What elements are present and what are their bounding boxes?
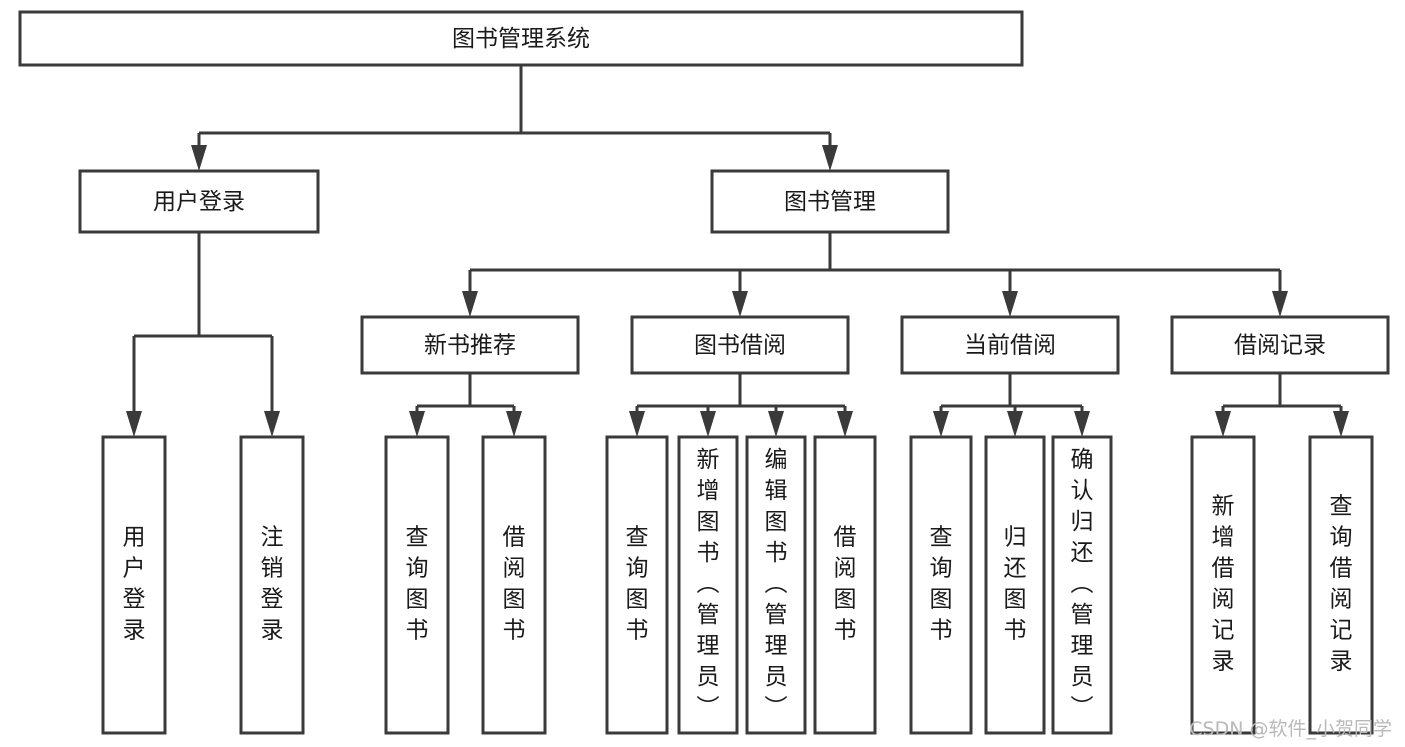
node-leaf-add-book-admin[interactable]: 新增图书︵管理员︶ — [677, 435, 739, 735]
node-leaf-query-borrow-record[interactable]: 查询借阅记录 — [1308, 435, 1374, 735]
connector-root-to-level2 — [191, 65, 838, 171]
node-leaf-query-book-current[interactable]: 查询图书 — [909, 435, 973, 735]
arrow-login-to-leaves-1 — [264, 336, 280, 437]
node-label-leaf-query-book-current: 查询图书 — [930, 525, 953, 644]
node-leaf-logout[interactable]: 注销登录 — [239, 435, 305, 735]
arrow-recommend-to-leaves-0 — [409, 406, 425, 437]
arrow-record-to-leaves-0 — [1215, 406, 1231, 437]
node-label-borrow-record: 借阅记录 — [1234, 333, 1326, 359]
connector-recommend-to-leaves — [409, 373, 522, 437]
arrow-root-to-level2-1 — [822, 133, 838, 171]
node-root[interactable]: 图书管理系统 — [18, 10, 1024, 67]
arrow-recommend-to-leaves-1 — [506, 406, 522, 437]
node-label-book-management: 图书管理 — [784, 189, 876, 215]
arrow-bookmgmt-to-level3-1 — [732, 270, 748, 317]
node-label-leaf-user-login: 用户登录 — [123, 525, 146, 644]
connector-bookmgmt-to-level3 — [462, 232, 1288, 317]
connector-login-to-leaves — [126, 232, 280, 437]
arrow-borrow-to-leaves-0 — [629, 406, 645, 437]
node-label-root: 图书管理系统 — [452, 26, 590, 52]
node-label-leaf-query-borrow-record: 查询借阅记录 — [1330, 494, 1353, 675]
arrow-current-to-leaves-1 — [1007, 406, 1023, 437]
node-leaf-return-book[interactable]: 归还图书 — [984, 435, 1046, 735]
node-user-login[interactable]: 用户登录 — [78, 169, 320, 234]
node-label-leaf-return-book: 归还图书 — [1004, 525, 1027, 644]
csdn-watermark: CSDN @软件_小贺同学 — [1189, 718, 1392, 740]
arrow-borrow-to-leaves-3 — [837, 406, 853, 437]
node-book-borrow[interactable]: 图书借阅 — [630, 315, 850, 375]
arrow-bookmgmt-to-level3-0 — [462, 270, 478, 317]
node-label-current-borrow: 当前借阅 — [964, 333, 1056, 359]
node-leaf-confirm-return-admin[interactable]: 确认归还︵管理员︶ — [1051, 435, 1113, 735]
arrow-borrow-to-leaves-2 — [768, 406, 784, 437]
node-label-leaf-edit-book-admin: 编辑图书︵管理员︶ — [765, 447, 788, 721]
node-current-borrow[interactable]: 当前借阅 — [900, 315, 1120, 375]
node-leaf-borrow-book[interactable]: 借阅图书 — [813, 435, 877, 735]
connector-current-to-leaves — [933, 373, 1090, 437]
connector-borrow-to-leaves — [629, 373, 853, 437]
node-borrow-record[interactable]: 借阅记录 — [1170, 315, 1390, 375]
connector-layer — [126, 65, 1349, 437]
connector-record-to-leaves — [1215, 373, 1349, 437]
node-label-leaf-query-book-rec: 查询图书 — [406, 525, 429, 644]
arrow-current-to-leaves-2 — [1074, 406, 1090, 437]
node-label-leaf-borrow-book: 借阅图书 — [834, 525, 857, 644]
node-label-leaf-borrow-book-rec: 借阅图书 — [503, 525, 526, 644]
node-leaf-query-book-rec[interactable]: 查询图书 — [384, 435, 450, 735]
node-leaf-edit-book-admin[interactable]: 编辑图书︵管理员︶ — [745, 435, 807, 735]
node-leaf-query-book-borrow[interactable]: 查询图书 — [605, 435, 669, 735]
node-label-leaf-add-book-admin: 新增图书︵管理员︶ — [697, 447, 720, 721]
node-book-management[interactable]: 图书管理 — [710, 169, 950, 234]
node-label-book-borrow: 图书借阅 — [694, 333, 786, 359]
arrow-record-to-leaves-1 — [1333, 406, 1349, 437]
arrow-borrow-to-leaves-1 — [700, 406, 716, 437]
arrow-root-to-level2-0 — [191, 133, 207, 171]
node-label-user-login: 用户登录 — [153, 189, 245, 215]
arrow-bookmgmt-to-level3-2 — [1002, 270, 1018, 317]
node-label-new-book-recommend: 新书推荐 — [424, 333, 516, 359]
node-label-leaf-logout: 注销登录 — [261, 525, 284, 644]
node-leaf-add-borrow-record[interactable]: 新增借阅记录 — [1190, 435, 1256, 735]
node-leaf-borrow-book-rec[interactable]: 借阅图书 — [481, 435, 547, 735]
node-new-book-recommend[interactable]: 新书推荐 — [360, 315, 580, 375]
node-label-leaf-confirm-return-admin: 确认归还︵管理员︶ — [1071, 447, 1094, 721]
node-leaf-user-login[interactable]: 用户登录 — [101, 435, 167, 735]
node-label-leaf-add-borrow-record: 新增借阅记录 — [1212, 494, 1235, 675]
node-layer: 图书管理系统用户登录图书管理新书推荐图书借阅当前借阅借阅记录用户登录注销登录查询… — [18, 10, 1390, 735]
node-label-leaf-query-book-borrow: 查询图书 — [626, 525, 649, 644]
arrow-login-to-leaves-0 — [126, 336, 142, 437]
arrow-current-to-leaves-0 — [933, 406, 949, 437]
arrow-bookmgmt-to-level3-3 — [1272, 270, 1288, 317]
